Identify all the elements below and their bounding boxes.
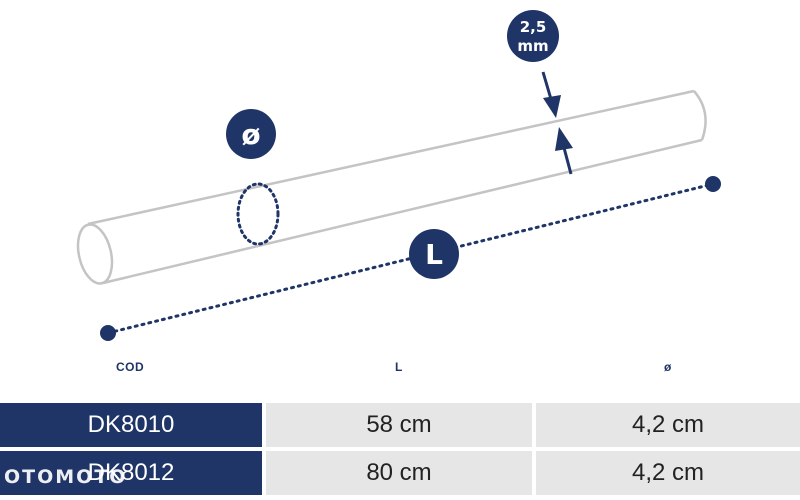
header-cod: COD: [116, 360, 145, 374]
table-row: DK8010 58 cm 4,2 cm: [0, 403, 800, 447]
wall-thickness-badge: 2,5 mm: [507, 10, 559, 62]
wall-thickness-unit: mm: [517, 37, 548, 55]
cell-length: 80 cm: [266, 451, 532, 495]
length-dotted-line: [106, 182, 715, 335]
table-row: DK8012 80 cm 4,2 cm: [0, 451, 800, 495]
wall-thickness-value: 2,5: [520, 18, 547, 36]
arrow-up-head: [555, 127, 573, 151]
length-badge: L: [409, 229, 459, 279]
wall-thickness-arrows: [541, 71, 573, 175]
tube-bottom-edge: [102, 138, 703, 285]
cell-cod: DK8010: [0, 403, 262, 447]
length-symbol: L: [425, 238, 443, 271]
length-start-dot: [100, 325, 116, 341]
tube-top-edge: [87, 89, 695, 226]
watermark-logo: OTOMOTO: [4, 466, 128, 488]
diameter-marker-ellipse: [236, 182, 280, 246]
diameter-symbol: ø: [241, 118, 260, 151]
header-length: L: [395, 360, 403, 374]
cell-diameter: 4,2 cm: [536, 451, 800, 495]
tube-right-end: [693, 90, 707, 141]
cell-diameter: 4,2 cm: [536, 403, 800, 447]
header-diameter: ø: [664, 360, 672, 374]
cell-cod: DK8012: [0, 451, 262, 495]
tube-diagram: 2,5 mm ø L: [76, 10, 721, 341]
length-end-dot: [705, 176, 721, 192]
tube-left-opening: [76, 223, 114, 285]
arrow-down-head: [543, 95, 561, 118]
tube-drawing: [76, 89, 707, 285]
diameter-badge: ø: [226, 109, 276, 159]
cell-length: 58 cm: [266, 403, 532, 447]
